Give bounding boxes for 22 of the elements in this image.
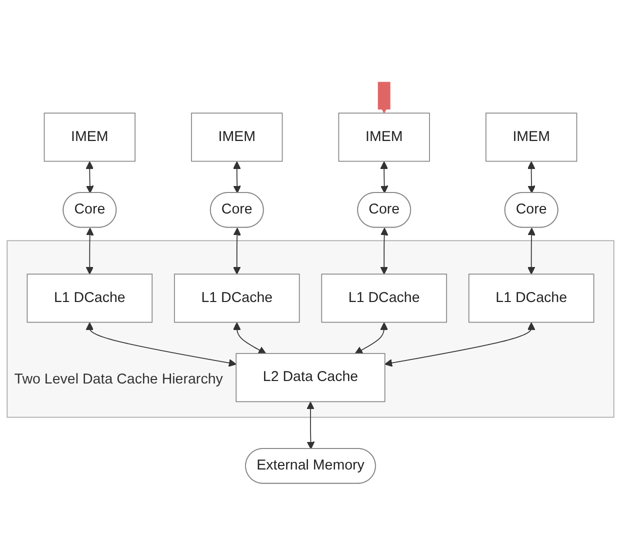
- arrow: [527, 161, 536, 194]
- arrow: [86, 322, 236, 367]
- arrow: [354, 322, 388, 354]
- arrow: [86, 228, 94, 274]
- node-box: IMEM: [191, 112, 283, 162]
- arrow: [384, 322, 536, 367]
- node-box: IMEM: [486, 112, 578, 162]
- arrow: [232, 228, 242, 274]
- arrow: [86, 161, 94, 194]
- arrow: [380, 228, 388, 274]
- node-box: L1 DCache: [468, 273, 594, 322]
- node-box: IMEM: [338, 112, 430, 162]
- node-box: L1 DCache: [321, 273, 448, 322]
- node-box: L1 DCache: [174, 273, 300, 322]
- arrow: [380, 161, 388, 194]
- arrow: [306, 401, 315, 450]
- arrow: [232, 322, 266, 354]
- arrow: [232, 161, 242, 194]
- arrow: [527, 228, 536, 274]
- node-box: IMEM: [44, 112, 136, 162]
- node-box: L1 DCache: [26, 273, 153, 322]
- node-box: L2 Data Cache: [236, 352, 386, 402]
